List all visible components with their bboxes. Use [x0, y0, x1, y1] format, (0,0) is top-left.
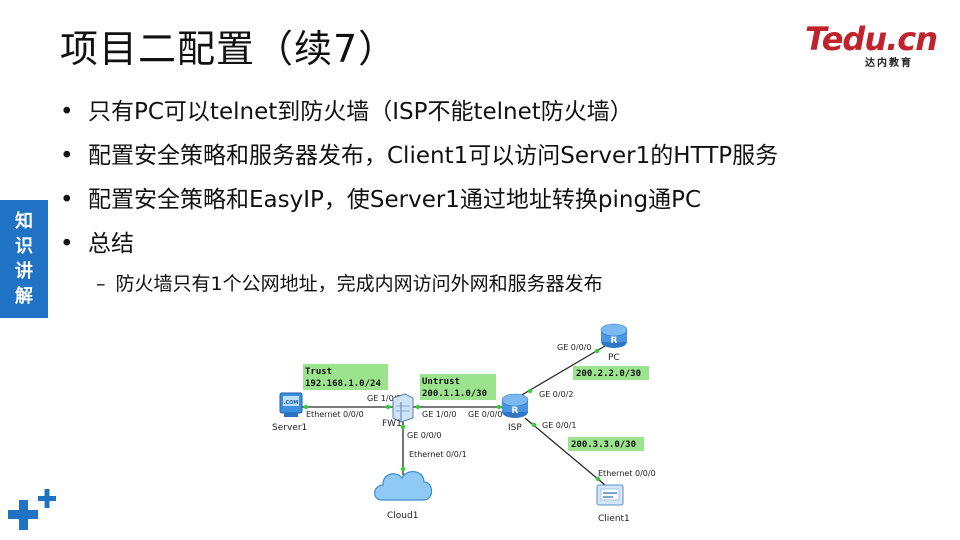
- trust-zone-label: Trust: [305, 367, 332, 377]
- pc-net-label: 200.2.2.0/30: [576, 369, 641, 379]
- sub-bullet-text: 防火墙只有1个公网地址，完成内网访问外网和服务器发布: [115, 273, 603, 295]
- untrust-zone-label: Untrust: [422, 377, 460, 387]
- port-label: GE 0/0/2: [539, 390, 573, 399]
- side-tab-knowledge: 知 识 讲 解: [0, 200, 48, 318]
- client-net-label: 200.3.3.0/30: [571, 440, 636, 450]
- port-label: GE 0/0/1: [542, 421, 576, 430]
- isp-router-icon: R: [501, 393, 529, 418]
- link-isp-pc: [519, 345, 606, 397]
- cloud1-label: Cloud1: [387, 511, 418, 521]
- port-label: Ethernet 0/0/0: [598, 469, 656, 478]
- client1-device: [596, 484, 624, 506]
- side-tab-char: 知: [15, 211, 33, 232]
- sub-bullet-dash: –: [96, 273, 106, 295]
- port-label: GE 0/0/0: [468, 410, 502, 419]
- port-label: GE 0/0/0: [407, 431, 441, 440]
- net-label-client: 200.3.3.0/30: [568, 437, 644, 451]
- sub-bullet: –防火墙只有1个公网地址，完成内网访问外网和服务器发布: [96, 269, 603, 296]
- bullet-list: 只有PC可以telnet到防火墙（ISP不能telnet防火墙） 配置安全策略和…: [60, 90, 778, 266]
- slide-title: 项目二配置（续7）: [60, 27, 398, 71]
- port-indicators: [303, 348, 601, 482]
- topology-links: [300, 345, 606, 486]
- svg-text:R: R: [512, 406, 519, 416]
- plus-logo-icon: [8, 489, 56, 530]
- bullet-item: 配置安全策略和EasyIP，使Server1通过地址转换ping通PC: [60, 178, 778, 222]
- port-label: GE 1/0/0: [422, 410, 456, 419]
- pc-label: PC: [608, 353, 620, 363]
- isp-label: ISP: [508, 423, 522, 433]
- fw1-label: FW1: [382, 419, 402, 429]
- port-label: GE 0/0/0: [557, 343, 591, 352]
- bullet-item: 只有PC可以telnet到防火墙（ISP不能telnet防火墙）: [60, 90, 778, 134]
- bullet-item: 配置安全策略和服务器发布，Client1可以访问Server1的HTTP服务: [60, 134, 778, 178]
- fw1-device: [392, 393, 414, 423]
- cloud1-icon: [374, 471, 433, 501]
- side-tab-char: 识: [15, 236, 33, 257]
- side-tab-char: 解: [15, 286, 33, 307]
- port-label: Ethernet 0/0/0: [306, 410, 364, 419]
- pc-router-icon: R: [600, 323, 628, 348]
- client1-label: Client1: [598, 514, 630, 524]
- logo-text: Tedu.cn: [805, 20, 938, 58]
- logo-subtitle: 达内教育: [865, 58, 913, 69]
- port-label: GE 1/0/1: [367, 394, 401, 403]
- server1-label: Server1: [272, 423, 307, 433]
- tedu-logo: Tedu.cn 达内教育: [805, 20, 938, 70]
- untrust-net-label: 200.1.1.0/30: [422, 389, 487, 399]
- port-label: Ethernet 0/0/1: [409, 450, 467, 459]
- svg-text:R: R: [611, 336, 618, 346]
- link-isp-client1: [524, 417, 606, 486]
- net-label-untrust: Untrust 200.1.1.0/30: [420, 374, 496, 400]
- net-label-trust: Trust 192.168.1.0/24: [303, 364, 388, 390]
- server-screen-text: .COM: [284, 400, 299, 406]
- side-tab-char: 讲: [15, 261, 33, 282]
- bullet-item: 总结: [60, 222, 778, 266]
- net-label-pc: 200.2.2.0/30: [573, 366, 649, 380]
- trust-net-label: 192.168.1.0/24: [305, 379, 381, 389]
- server1-device: .COM: [279, 392, 303, 417]
